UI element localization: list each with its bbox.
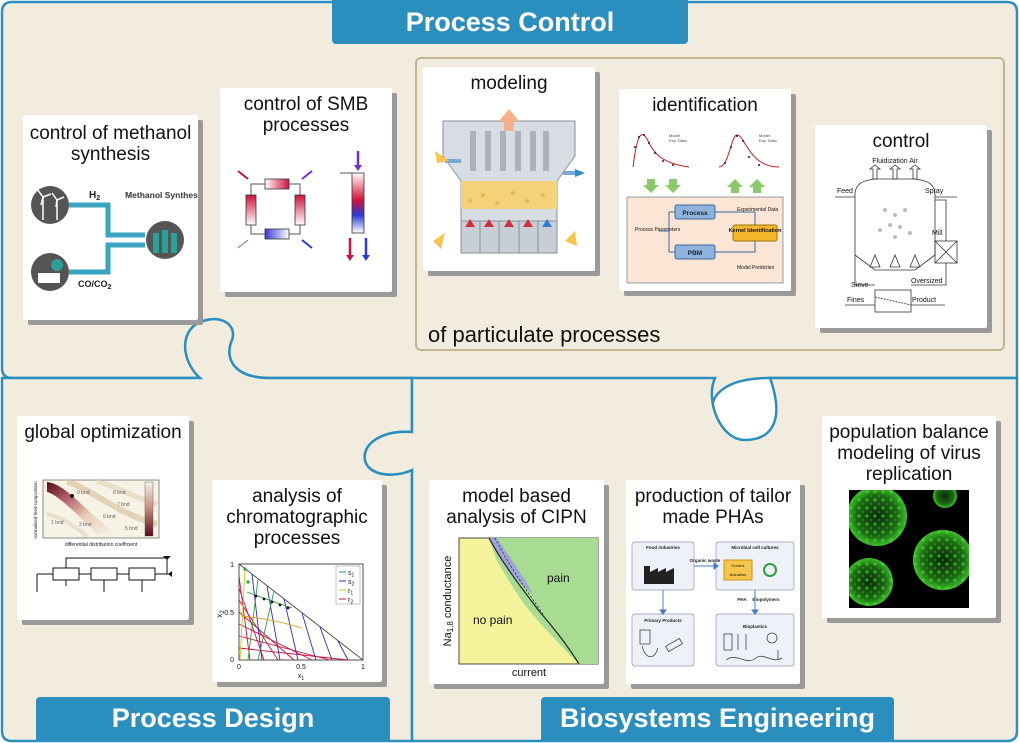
- smb-diagram: [237, 151, 370, 261]
- card-title: population balance modeling of virus rep…: [829, 422, 989, 485]
- svg-text:6 bnd: 6 bnd: [103, 514, 116, 520]
- svg-text:r2: r2: [348, 597, 353, 606]
- identification-diagram: Model Exp. Data Model Exp. Data Process …: [625, 131, 784, 284]
- chromatographic-triangle-plot: s1 s2 r1 r2 1 0.5 0 0 0.5 1 x2 x1: [215, 562, 365, 680]
- svg-text:Fluidization Air: Fluidization Air: [872, 158, 918, 165]
- global-optimization-plot: 9 bnd 8 bnd 7 bnd 6 bnd 1 bnd 2 bnd 5 bn…: [33, 479, 172, 592]
- card-title: control of methanol synthesis: [29, 123, 192, 165]
- card-title: model based analysis of CIPN: [446, 486, 587, 528]
- svg-text:Spray: Spray: [925, 188, 944, 195]
- card-pha-production: production of tailor made PHAs Food indu…: [626, 480, 800, 684]
- card-smb-control: control of SMB processes: [220, 88, 392, 292]
- svg-text:0: 0: [230, 657, 234, 664]
- turbine-icon: [36, 188, 65, 220]
- card-global-optimization: global optimization 9 bnd 8 bnd 7 bnd 6 …: [17, 416, 189, 620]
- card-cipn: model based analysis of CIPN pain no pai…: [429, 480, 604, 684]
- svg-text:Process: Process: [682, 210, 708, 217]
- card-modeling: modeling: [423, 67, 595, 271]
- svg-text:PHA: PHA: [737, 597, 747, 602]
- svg-text:Kernel Identification: Kernel Identification: [729, 228, 783, 234]
- card-title: modeling: [470, 73, 548, 94]
- svg-text:PBM: PBM: [688, 250, 702, 257]
- svg-text:0.5: 0.5: [296, 664, 306, 671]
- svg-text:Control: Control: [732, 563, 745, 568]
- svg-text:Sieve: Sieve: [851, 282, 869, 289]
- fluidized-bed-diagram: [433, 109, 585, 254]
- svg-text:x1: x1: [298, 673, 305, 680]
- svg-text:0.5: 0.5: [224, 610, 234, 617]
- svg-text:Fines: Fines: [847, 297, 865, 304]
- svg-text:1: 1: [230, 562, 234, 569]
- pha-workflow-diagram: Food industries Microbial cell cultures …: [631, 541, 795, 667]
- no-pain-label: no pain: [473, 613, 512, 627]
- svg-text:Organic waste: Organic waste: [690, 558, 721, 563]
- svg-text:Mill: Mill: [932, 230, 943, 237]
- svg-text:H2: H2: [89, 190, 100, 202]
- svg-text:9 bnd: 9 bnd: [77, 490, 90, 496]
- process-control-banner: Process Control: [332, 0, 688, 44]
- svg-text:s2: s2: [348, 579, 355, 588]
- svg-text:CO/CO2: CO/CO2: [78, 279, 112, 291]
- methanol-diagram: H2 CO/CO2 Methanol Synthesis: [31, 186, 198, 291]
- card-virus-replication: population balance modeling of virus rep…: [822, 416, 996, 618]
- card-title: global optimization: [24, 422, 182, 443]
- svg-text:current: current: [512, 667, 546, 679]
- card-control: control Fluidization Air Feed Spray Mill…: [815, 125, 987, 328]
- card-title: identification: [652, 95, 758, 116]
- svg-text:r1: r1: [348, 588, 353, 597]
- svg-text:5 bnd: 5 bnd: [125, 526, 138, 532]
- svg-text:Na1,8 conductance: Na1,8 conductance: [442, 556, 455, 647]
- factory-icon: [31, 253, 69, 291]
- svg-text:Process Parameters: Process Parameters: [635, 227, 681, 233]
- wind-icon: [31, 186, 69, 224]
- card-title: analysis of chromatographic processes: [226, 486, 368, 549]
- svg-text:7 bnd: 7 bnd: [117, 502, 130, 508]
- svg-text:Methanol Synthesis: Methanol Synthesis: [125, 190, 198, 200]
- svg-text:s1: s1: [348, 570, 355, 579]
- svg-text:1: 1: [361, 664, 365, 671]
- virus-microscopy-image: [849, 490, 969, 608]
- card-title: control of SMB processes: [243, 94, 369, 136]
- svg-text:Actuation: Actuation: [730, 572, 747, 577]
- svg-text:differential distribution coef: differential distribution coefficient: [65, 542, 138, 548]
- card-methanol-synthesis: control of methanol synthesis H2 CO/CO2 …: [23, 115, 198, 320]
- svg-text:Model: Model: [669, 133, 680, 138]
- svg-text:Model Prediction: Model Prediction: [737, 265, 774, 271]
- svg-text:Bioplastics: Bioplastics: [743, 624, 768, 629]
- svg-text:Primary Products: Primary Products: [644, 618, 682, 623]
- svg-text:0: 0: [237, 664, 241, 671]
- process-design-banner: Process Design: [36, 697, 390, 740]
- cipn-phase-plot: pain no pain current Na1,8 conductance: [442, 537, 599, 679]
- biosystems-banner: Biosystems Engineering: [541, 697, 894, 740]
- particulate-caption: of particulate processes: [428, 322, 661, 347]
- svg-text:2 bnd: 2 bnd: [79, 522, 92, 528]
- svg-text:Feed: Feed: [837, 188, 853, 195]
- svg-text:Exp. Data: Exp. Data: [669, 138, 687, 143]
- card-identification: identification Model Exp. Data Model Exp…: [619, 89, 791, 291]
- svg-text:1 bnd: 1 bnd: [51, 520, 64, 526]
- svg-text:8 bnd: 8 bnd: [113, 490, 126, 496]
- svg-text:Microbial cell cultures: Microbial cell cultures: [731, 545, 779, 550]
- card-title: production of tailor made PHAs: [634, 486, 792, 528]
- pain-label: pain: [547, 571, 570, 585]
- svg-text:normalized feed composition: normalized feed composition: [33, 481, 38, 539]
- svg-text:x2: x2: [215, 610, 226, 618]
- svg-text:Experimental Data: Experimental Data: [737, 207, 778, 213]
- control-process-diagram: Fluidization Air Feed Spray Mill Sieve O…: [835, 158, 958, 313]
- card-chromatographic: analysis of chromatographic processes: [212, 480, 382, 682]
- svg-text:Oversized: Oversized: [911, 278, 943, 285]
- svg-text:Food industries: Food industries: [646, 545, 680, 550]
- svg-text:Biopolymers: Biopolymers: [752, 597, 780, 602]
- card-title: control: [872, 131, 930, 152]
- svg-text:Model: Model: [759, 133, 770, 138]
- svg-text:Product: Product: [912, 297, 936, 304]
- svg-text:Exp. Data: Exp. Data: [759, 138, 777, 143]
